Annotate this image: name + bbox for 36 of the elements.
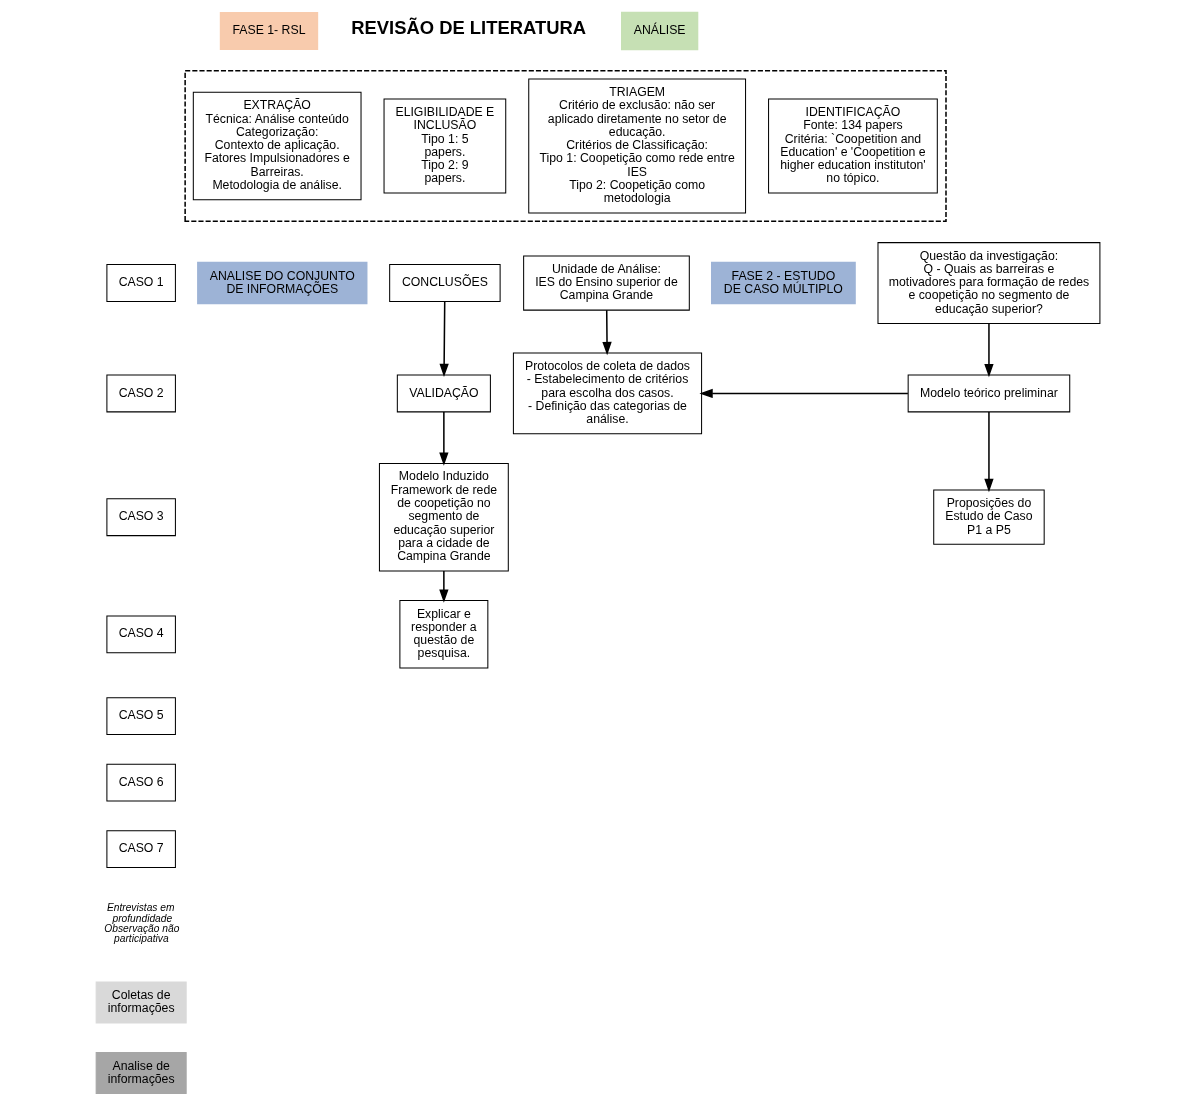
arrow: [439, 570, 449, 603]
node-box: CASO 4: [106, 615, 176, 654]
label: REVISÃO DE LITERATURA: [351, 17, 586, 39]
node-box: CASO 6: [106, 763, 176, 802]
node-box: FASE 2 - ESTUDO DE CASO MÚLTIPLO: [711, 261, 856, 305]
node-box: Questão da investigação: Q - Quais as barreiras e motivadores para formação de redes e coopetição no segmento de educação superior?: [877, 242, 1101, 324]
node-box: Unidade de Análise: IES do Ensino superior de Campina Grande: [523, 255, 690, 311]
node-box: EXTRAÇÃO Técnica: Análise conteúdo Categorização: Contexto de aplicação. Fatores Impulsionadores e Barreiras. Metodologia de análise.: [192, 91, 362, 201]
arrow: [439, 411, 449, 466]
node-box: Protocolos de coleta de dados - Estabelecimento de critérios para escolha dos casos. - Definição das categorias de análise.: [512, 352, 703, 435]
node-box: FASE 1- RSL: [219, 11, 319, 50]
node-box: TRIAGEM Critério de exclusão: não ser aplicado diretamente no setor de educação. Critérios de Classificação: Tipo 1: Coopetição como rede entre IES Tipo 2: Coopetição como metodologia: [528, 78, 747, 214]
node-box: Modelo Induzido Framework de rede de coopetição no segmento de educação superior para a cidade de Campina Grande: [378, 463, 509, 572]
node-box: CASO 2: [106, 374, 176, 413]
node-box: CONCLUSÕES: [389, 264, 501, 302]
node-box: Analise de informações: [95, 1052, 187, 1094]
node-box: VALIDAÇÃO: [396, 374, 491, 413]
node-box: ELIGIBILIDADE E INCLUSÃO Tipo 1: 5 papers. Tipo 2: 9 papers.: [383, 98, 507, 194]
node-box: IDENTIFICAÇÃO Fonte: 134 papers Critéria: `Coopetition and Education' e 'Coopetition e higher education instituton' no tópico.: [768, 98, 938, 194]
node-box: Modelo teórico preliminar: [907, 374, 1071, 413]
label: Entrevistas em profundidade Observação não participativa: [104, 902, 180, 945]
arrow: [439, 300, 449, 378]
arrow: [984, 322, 994, 378]
node-box: CASO 7: [106, 830, 176, 868]
node-box: ANALISE DO CONJUNTO DE INFORMAÇÕES: [197, 261, 368, 305]
node-box: CASO 1: [106, 264, 176, 302]
node-box: Proposições do Estudo de Caso P1 a P5: [933, 489, 1045, 545]
arrow: [602, 309, 612, 356]
node-box: CASO 3: [106, 498, 176, 537]
cluster: [184, 70, 947, 222]
node-box: ANÁLISE: [621, 11, 699, 51]
arrow: [699, 388, 909, 399]
node-box: Coletas de informações: [95, 981, 187, 1024]
arrow: [984, 411, 994, 493]
node-box: Explicar e responder a questão de pesquisa.: [399, 600, 489, 669]
node-box: CASO 5: [106, 697, 176, 736]
